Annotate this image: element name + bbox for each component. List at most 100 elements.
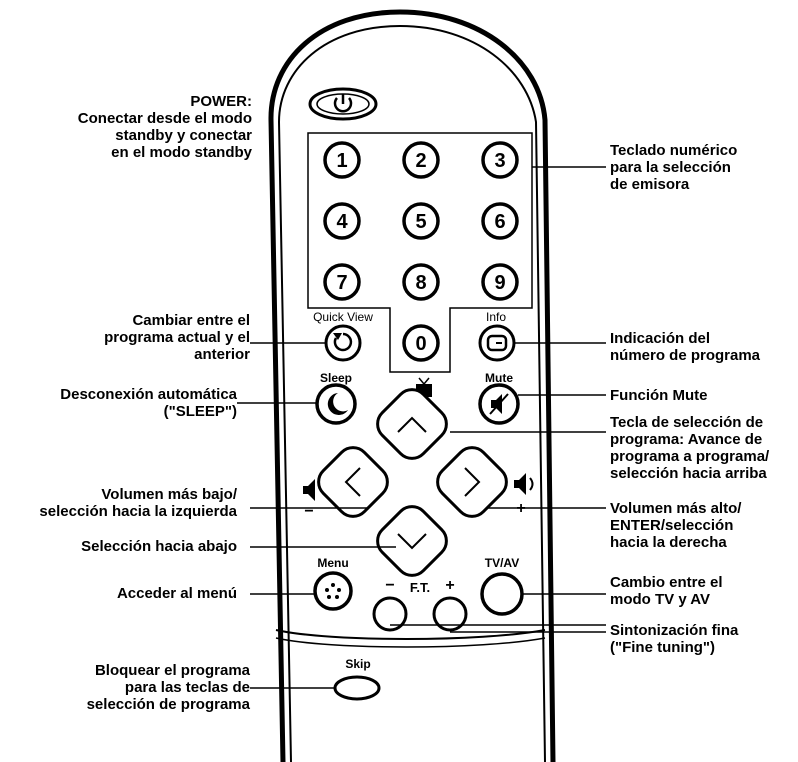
ft-label: F.T. <box>410 580 430 595</box>
callout-fine-tuning: Sintonización fina ("Fine tuning") <box>610 622 738 656</box>
callout-skip-line: para las teclas de <box>124 679 250 696</box>
callout-prog-up: Tecla de selección de programa: Avance d… <box>610 414 769 482</box>
numpad-digit: 0 <box>415 333 426 355</box>
numpad-button-ring <box>402 263 440 301</box>
numpad-button-ring <box>323 202 361 240</box>
numpad-button-ring <box>323 141 361 179</box>
numpad-button-ring <box>481 202 519 240</box>
numpad-button[interactable]: 9 <box>481 263 519 301</box>
numpad-button-ring <box>481 141 519 179</box>
remote-body-outer <box>268 9 556 762</box>
remote-divider-2 <box>275 637 546 648</box>
speaker-plus-icon <box>514 473 534 495</box>
callout-mute-line: Función Mute <box>610 387 708 404</box>
ft-minus-sign: − <box>385 577 394 594</box>
info-button[interactable] <box>478 324 516 362</box>
moon-icon <box>327 393 348 415</box>
numpad-button[interactable]: 5 <box>402 202 440 240</box>
dpad-left-button[interactable] <box>312 441 394 523</box>
callout-numpad-line: para la selección <box>610 159 731 176</box>
numpad-button[interactable]: 8 <box>402 263 440 301</box>
numpad-digit: 4 <box>336 211 348 233</box>
numpad: 1 2 3 4 5 6 7 8 9 0 <box>323 141 519 362</box>
chevron-down-icon <box>397 533 427 550</box>
ft-minus-button[interactable] <box>372 596 408 632</box>
numpad-digit: 7 <box>336 272 347 294</box>
callout-vol-up-line: Volumen más alto/ <box>610 500 742 517</box>
callout-power-title: POWER: <box>190 93 252 110</box>
remote-body-inner <box>277 24 546 762</box>
skip-button[interactable] <box>333 675 381 701</box>
callout-skip: Bloquear el programa para las teclas de … <box>87 662 250 713</box>
callout-vol-up: Volumen más alto/ ENTER/selección hacia … <box>610 500 741 551</box>
numpad-button[interactable]: 7 <box>323 263 361 301</box>
callout-menu-line: Acceder al menú <box>116 585 237 602</box>
speaker-muted-icon <box>489 393 509 415</box>
callout-sleep: Desconexión automática ("SLEEP") <box>60 386 237 420</box>
mute-label: Mute <box>485 371 513 385</box>
numpad-button[interactable]: 0 <box>402 324 440 362</box>
chevron-up-icon <box>397 416 427 433</box>
callout-numpad-line: Teclado numérico <box>610 142 738 159</box>
dots-icon <box>325 583 341 599</box>
callout-prog-up-line: selección hacia arriba <box>610 465 767 482</box>
callout-power-line: Conectar desde el modo <box>77 110 252 127</box>
callout-skip-line: Bloquear el programa <box>94 662 250 679</box>
callout-power-line: en el modo standby <box>111 144 252 161</box>
dpad-up-button[interactable] <box>371 383 453 465</box>
callout-sleep-line: ("SLEEP") <box>163 403 237 420</box>
callout-fine-tuning-line: ("Fine tuning") <box>610 639 716 656</box>
quick-view-button[interactable] <box>324 324 362 362</box>
numpad-button-ring <box>402 324 440 362</box>
chevron-right-icon <box>464 467 481 497</box>
callout-quick-view: Cambiar entre el programa actual y el an… <box>104 312 250 363</box>
sleep-button[interactable] <box>315 383 357 425</box>
tvav-button[interactable] <box>480 572 524 616</box>
vol-minus-sign: − <box>304 503 313 520</box>
callout-quick-view-line: programa actual y el <box>104 329 250 346</box>
power-icon <box>333 94 353 113</box>
dpad-right-button[interactable] <box>431 441 513 523</box>
chevron-left-icon <box>344 467 361 497</box>
return-arrow-icon <box>333 332 353 352</box>
numpad-button[interactable]: 6 <box>481 202 519 240</box>
callout-vol-down-line: selección hacia la izquierda <box>39 503 237 520</box>
callout-sleep-line: Desconexión automática <box>60 386 237 403</box>
callout-quick-view-line: Cambiar entre el <box>132 312 250 329</box>
callout-info: Indicación del número de programa <box>610 330 760 364</box>
dpad-down-button[interactable] <box>371 500 453 582</box>
callout-power-line: standby y conectar <box>115 127 252 144</box>
callout-quick-view-line: anterior <box>194 346 250 363</box>
numpad-button[interactable]: 2 <box>402 141 440 179</box>
mute-button[interactable] <box>478 383 520 425</box>
numpad-button[interactable]: 1 <box>323 141 361 179</box>
callout-numpad: Teclado numérico para la selección de em… <box>610 142 737 193</box>
sleep-label: Sleep <box>320 371 352 385</box>
numpad-digit: 5 <box>415 211 426 233</box>
callout-vol-down: Volumen más bajo/ selección hacia la izq… <box>39 486 237 520</box>
numpad-digit: 2 <box>415 150 426 172</box>
numpad-digit: 1 <box>336 150 347 172</box>
callout-power: POWER: Conectar desde el modo standby y … <box>78 93 252 161</box>
callout-mute: Función Mute <box>610 387 708 404</box>
callout-tvav-line: modo TV y AV <box>610 591 711 608</box>
menu-button[interactable] <box>313 571 353 611</box>
callout-fine-tuning-line: Sintonización fina <box>610 622 739 639</box>
numpad-button[interactable]: 4 <box>323 202 361 240</box>
callout-menu: Acceder al menú <box>117 585 237 602</box>
ft-plus-button[interactable] <box>432 596 468 632</box>
callout-vol-down-line: Volumen más bajo/ <box>101 486 237 503</box>
numpad-frame <box>307 132 533 373</box>
callout-vol-up-line: ENTER/selección <box>610 517 734 534</box>
numpad-button[interactable]: 3 <box>481 141 519 179</box>
callout-down-line: Selección hacia abajo <box>81 538 237 555</box>
callout-tvav-line: Cambio entre el <box>610 574 723 591</box>
numpad-digit: 6 <box>494 211 505 233</box>
screen-icon <box>486 334 508 352</box>
power-button[interactable] <box>308 87 378 121</box>
callout-prog-up-line: programa: Avance de <box>610 431 763 448</box>
numpad-button-ring <box>402 202 440 240</box>
callout-skip-line: selección de programa <box>86 696 250 713</box>
numpad-digit: 3 <box>494 150 505 172</box>
callout-info-line: Indicación del <box>610 330 711 347</box>
